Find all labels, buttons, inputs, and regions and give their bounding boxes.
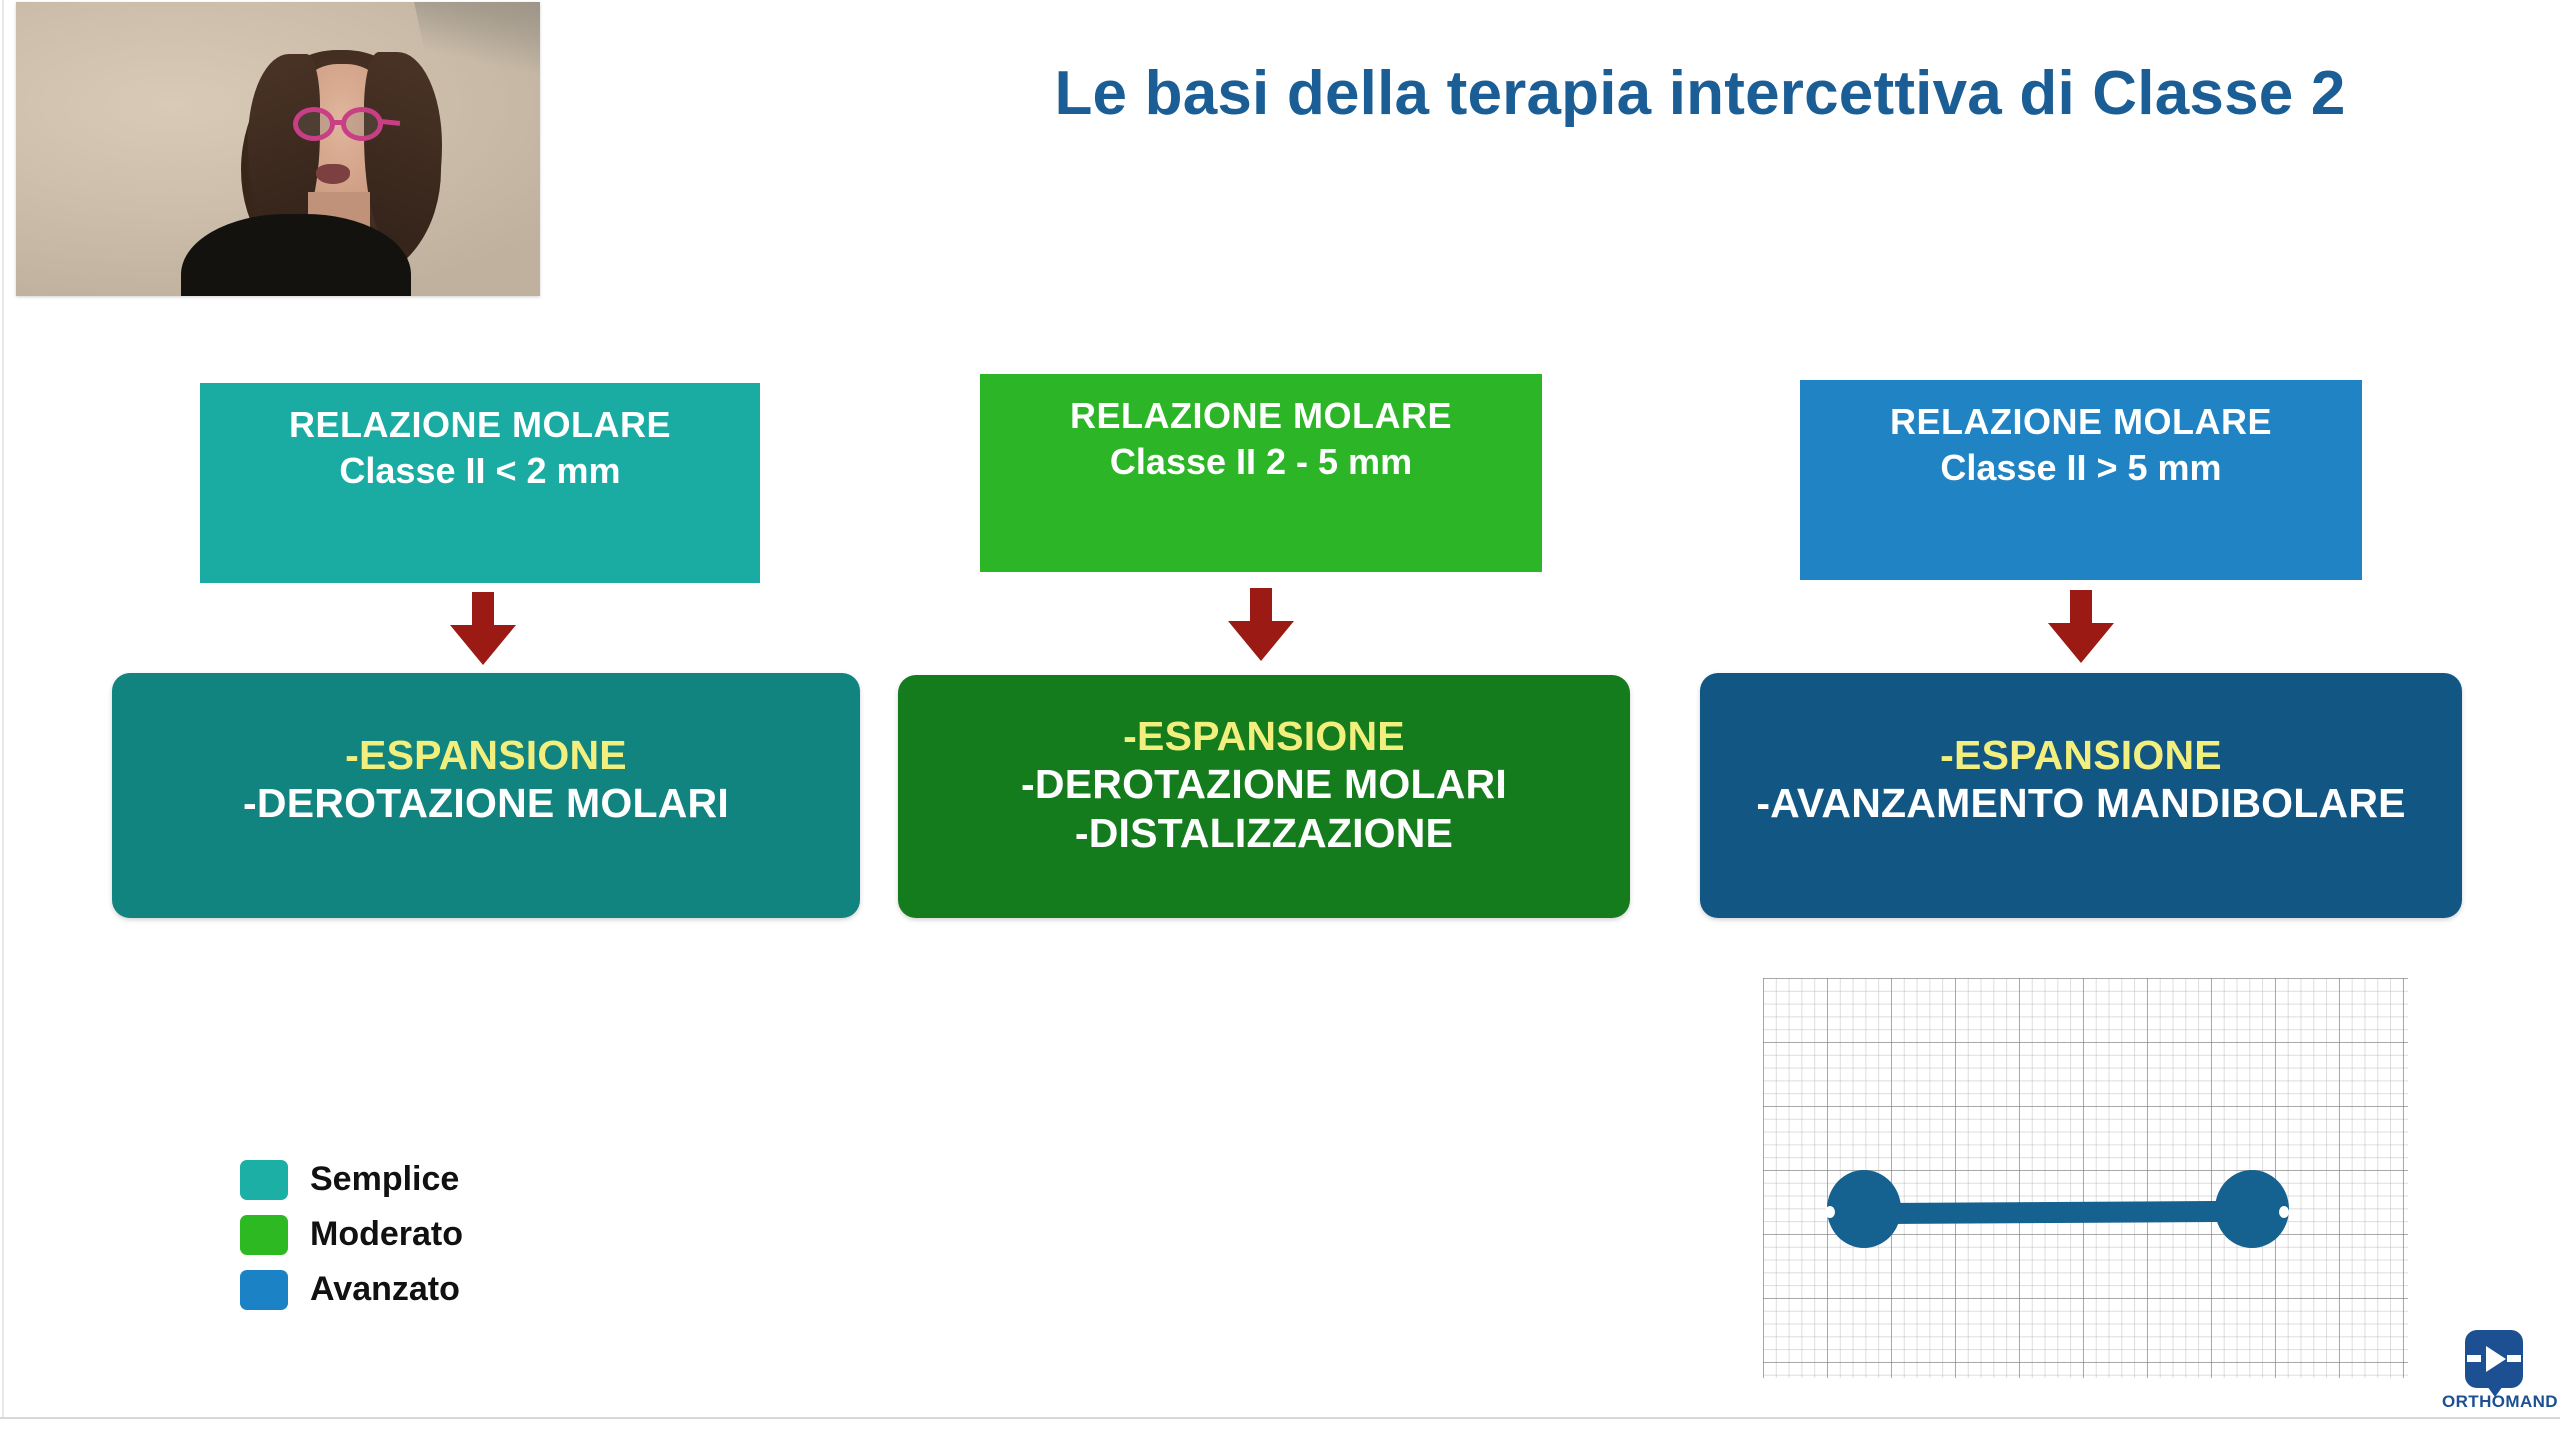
frame-left-divider — [2, 0, 4, 1417]
treatment-line: -DEROTAZIONE MOLARI — [243, 780, 729, 827]
arrow-head — [450, 625, 516, 665]
graph-paper-annotation-panel[interactable] — [1763, 978, 2408, 1378]
treatment-line: -ESPANSIONE — [345, 732, 627, 778]
header-line1-avanzato: RELAZIONE MOLARE — [1890, 401, 2272, 442]
legend-label-avanzato: Avanzato — [310, 1270, 460, 1308]
severity-legend: Semplice Moderato Avanzato — [240, 1152, 463, 1317]
header-box-semplice: RELAZIONE MOLARE Classe II < 2 mm — [200, 383, 760, 583]
treatment-box-moderato: -ESPANSIONE -DEROTAZIONE MOLARI -DISTALI… — [898, 675, 1630, 918]
page-title: Le basi della terapia intercettiva di Cl… — [1054, 59, 2346, 128]
treatment-line: -DISTALIZZAZIONE — [1074, 809, 1454, 856]
legend-swatch-semplice — [240, 1159, 288, 1200]
legend-item-semplice: Semplice — [240, 1152, 463, 1207]
treatment-box-avanzato: -ESPANSIONE -AVANZAMENTO MANDIBOLARE — [1700, 673, 2462, 918]
sketch-connector-bar — [1852, 1200, 2254, 1225]
legend-item-avanzato: Avanzato — [240, 1262, 463, 1317]
header-line2-moderato: Classe II 2 - 5 mm — [1109, 441, 1413, 483]
sketch-left-notch — [1825, 1206, 1835, 1218]
header-line1-moderato: RELAZIONE MOLARE — [1070, 395, 1452, 436]
presenter-shirt — [181, 214, 411, 296]
down-arrow-icon-avanzato — [2048, 590, 2114, 663]
arrow-head — [2048, 623, 2114, 663]
header-box-avanzato: RELAZIONE MOLARE Classe II > 5 mm — [1800, 380, 2362, 580]
legend-swatch-moderato — [240, 1214, 288, 1255]
presenter-glasses-right-lens — [341, 107, 383, 141]
presenter-glasses-left-lens — [293, 107, 335, 141]
down-arrow-icon-moderato — [1228, 588, 1294, 661]
play-triangle-icon — [2486, 1346, 2506, 1372]
sketch-right-circle — [2215, 1170, 2289, 1248]
treatment-line: -ESPANSIONE — [1123, 713, 1405, 759]
legend-label-moderato: Moderato — [310, 1215, 463, 1253]
frame-bottom-divider — [0, 1417, 2560, 1419]
legend-item-moderato: Moderato — [240, 1207, 463, 1262]
treatment-line: -DEROTAZIONE MOLARI — [1021, 761, 1507, 808]
presenter-video-thumbnail[interactable] — [16, 2, 540, 296]
orthomand-logo: ORTHOMAND — [2442, 1330, 2558, 1418]
presenter-mouth — [316, 164, 350, 184]
arrow-stem — [472, 592, 494, 628]
arrow-stem — [2070, 590, 2092, 626]
treatment-box-semplice: -ESPANSIONE -DEROTAZIONE MOLARI — [112, 673, 860, 918]
sketch-right-notch — [2279, 1206, 2289, 1218]
orthomand-wordmark: ORTHOMAND — [2442, 1392, 2558, 1411]
treatment-line: -AVANZAMENTO MANDIBOLARE — [1756, 780, 2406, 827]
play-button-badge-icon — [2465, 1330, 2523, 1397]
header-box-moderato: RELAZIONE MOLARE Classe II 2 - 5 mm — [980, 374, 1542, 572]
treatment-line: -ESPANSIONE — [1940, 732, 2222, 778]
logo-pointer-tail — [2487, 1386, 2503, 1397]
presenter-glasses-bridge — [334, 120, 344, 125]
header-line2-avanzato: Classe II > 5 mm — [1940, 447, 2222, 489]
legend-swatch-avanzato — [240, 1269, 288, 1310]
logo-bar-right — [2507, 1355, 2521, 1362]
down-arrow-icon-semplice — [450, 592, 516, 665]
sketch-left-circle — [1827, 1170, 1901, 1248]
arrow-stem — [1250, 588, 1272, 624]
logo-bar-left — [2467, 1355, 2481, 1362]
legend-label-semplice: Semplice — [310, 1160, 460, 1198]
presenter-hair-right — [364, 52, 442, 247]
header-line1-semplice: RELAZIONE MOLARE — [289, 404, 671, 445]
header-line2-semplice: Classe II < 2 mm — [339, 450, 621, 492]
arrow-head — [1228, 621, 1294, 661]
